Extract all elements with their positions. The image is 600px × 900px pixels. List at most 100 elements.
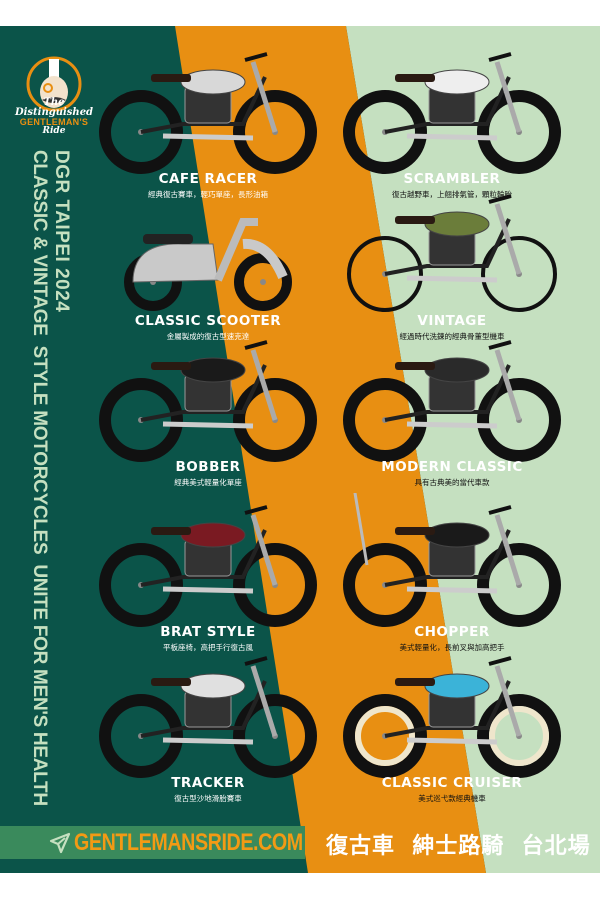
bike-description: 金屬製成的復古型速克達 <box>166 332 250 341</box>
motorcycle-scooter <box>124 218 292 311</box>
motorcycle-vintage <box>347 194 557 312</box>
fuel-tank <box>180 69 246 95</box>
frame <box>384 680 511 738</box>
rear-wheel <box>99 543 183 627</box>
exhaust-pipe <box>162 586 254 594</box>
fuel-tank <box>180 357 246 383</box>
bike-name: TRACKER <box>171 775 245 791</box>
front-fork <box>494 349 522 421</box>
seat <box>143 234 193 244</box>
fuel-tank <box>424 522 490 548</box>
bike-description: 平板座椅，高把手行復古風 <box>163 643 253 652</box>
frame <box>140 76 267 134</box>
front-wheel <box>477 694 561 778</box>
website-link[interactable]: GENTLEMANSRIDE.COM <box>74 829 303 856</box>
rear-wheel <box>99 694 183 778</box>
frame <box>140 364 267 422</box>
rear-wheel <box>99 378 183 462</box>
bike-name: CAFE RACER <box>158 171 258 187</box>
frame <box>384 218 511 276</box>
fuel-tank <box>424 211 490 237</box>
handlebar <box>488 52 512 62</box>
bike-description: 復古型沙地滑胎賽車 <box>174 794 242 803</box>
motorcycle-brat <box>99 505 317 627</box>
seat <box>395 74 435 82</box>
front-wheel <box>477 543 561 627</box>
bike-description: 經典美式輕量化單座 <box>174 478 242 487</box>
seat <box>395 216 435 224</box>
handlebar <box>488 505 512 515</box>
bike-name: BOBBER <box>175 459 241 475</box>
frame <box>384 364 511 422</box>
bike-name: CLASSIC SCOOTER <box>134 313 282 329</box>
front-fork <box>250 61 278 133</box>
motorcycle-cruiser <box>343 656 561 778</box>
bike-name: CHOPPER <box>414 624 490 640</box>
front-wheel <box>233 694 317 778</box>
logo-line-2: GENTLEMAN'S <box>19 117 89 127</box>
bike-name: SCRAMBLER <box>403 171 501 187</box>
whitewall <box>489 706 549 766</box>
motorcycle-cafe <box>99 52 317 174</box>
front-fork <box>494 665 522 737</box>
bg-orange-band <box>175 26 486 873</box>
logo-text: The Distinguished GENTLEMAN'S Ride <box>6 98 102 136</box>
exhaust-pipe <box>406 133 498 141</box>
handlebar <box>244 52 268 62</box>
seat <box>151 362 191 370</box>
front-fork <box>250 514 278 586</box>
frame <box>140 529 267 587</box>
bike-name: MODERN CLASSIC <box>381 459 523 475</box>
exhaust-pipe <box>406 421 498 429</box>
exhaust-pipe <box>406 586 498 594</box>
sissy-bar <box>353 493 369 566</box>
front-wheel <box>477 378 561 462</box>
seat <box>151 74 191 82</box>
exhaust-pipe <box>162 421 254 429</box>
front-fork <box>494 61 522 133</box>
whitewall <box>355 706 415 766</box>
bike-name: CLASSIC CRUISER <box>381 775 523 791</box>
bike-description: 美式輕量化，長前叉與加高把手 <box>399 643 505 652</box>
dgr-logo-helmet <box>26 56 82 112</box>
event-tagline: CLASSIC & VINTAGE STYLE MOTORCYCLES UNIT… <box>29 150 50 806</box>
rear-wheel <box>99 90 183 174</box>
front-wheel <box>233 543 317 627</box>
bike-description: 經過時代洗鍊的經典骨董型機車 <box>399 332 505 341</box>
seat <box>395 527 435 535</box>
hub <box>260 279 266 285</box>
front-fender <box>242 238 288 280</box>
frame <box>140 680 267 738</box>
seat <box>395 362 435 370</box>
handlebar <box>244 656 268 666</box>
handlebar <box>244 505 268 515</box>
handlebar <box>488 340 512 350</box>
rear-wheel <box>343 378 427 462</box>
motorcycle-chopper <box>343 493 561 627</box>
motorcycle-scrambler <box>343 52 561 174</box>
front-fork <box>494 203 522 275</box>
handlebar <box>488 656 512 666</box>
event-title: DGR TAIPEI 2024 <box>51 150 72 313</box>
motorcycle-tracker <box>99 656 317 778</box>
chinese-slogan: 復古車 紳士路騎 台北場 <box>326 834 591 859</box>
handlebar <box>488 194 512 204</box>
send-arrow-icon <box>49 832 71 854</box>
bike-name: BRAT STYLE <box>160 624 256 640</box>
bike-description: 經典復古賽車，輕巧單座，長形油箱 <box>148 190 268 199</box>
front-fork <box>250 665 278 737</box>
scooter-body <box>132 243 219 283</box>
bike-description: 具有古典美的當代車款 <box>414 478 490 487</box>
seat <box>151 678 191 686</box>
front-wheel <box>233 90 317 174</box>
fuel-tank <box>424 673 490 699</box>
steering-column <box>214 218 258 282</box>
exhaust-pipe <box>162 737 254 745</box>
exhaust-pipe <box>162 133 254 141</box>
front-wheel <box>233 378 317 462</box>
handlebar <box>244 340 268 350</box>
bike-name: VINTAGE <box>417 313 487 329</box>
url-bar <box>0 826 305 859</box>
poster: The Distinguished GENTLEMAN'S Ride DGR T… <box>0 26 600 873</box>
front-wheel <box>477 90 561 174</box>
